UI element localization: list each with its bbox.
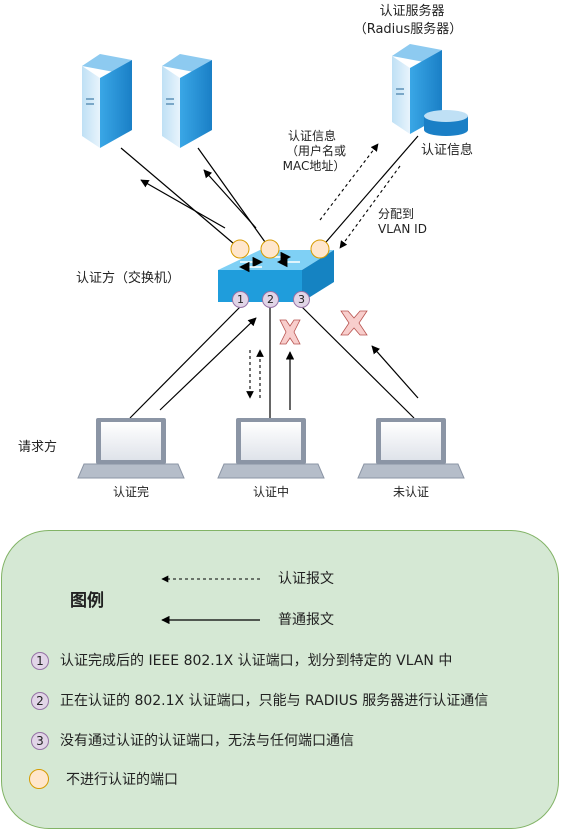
legend-normal-msg: 普通报文 xyxy=(278,612,334,628)
server-subtitle: （Radius服务器） xyxy=(353,22,463,37)
laptop-icon-1 xyxy=(77,418,185,479)
legend-port-2-icon: 2 xyxy=(31,692,49,710)
assign-vlan-2: VLAN ID xyxy=(378,222,427,236)
auth-info-msg-2: （用户名或 xyxy=(285,144,347,158)
legend-item-1: 认证完成后的 IEEE 802.1X 认证端口，划分到特定的 VLAN 中 xyxy=(60,653,453,669)
db-label: 认证信息 xyxy=(421,143,474,158)
database-icon xyxy=(424,110,468,136)
laptop-label-3: 未认证 xyxy=(392,485,430,499)
server-icon-left xyxy=(82,54,132,148)
laptop-label-1: 认证完 xyxy=(112,485,150,499)
port-2-icon: 2 xyxy=(262,291,279,308)
auth-info-msg-3: MAC地址） xyxy=(282,159,346,173)
legend-item-3: 没有通过认证的认证端口，无法与任何端口通信 xyxy=(60,733,354,749)
switch-label: 认证方（交换机） xyxy=(76,271,181,286)
legend-panel xyxy=(1,530,559,829)
laptop-icon-2 xyxy=(217,418,325,479)
legend-auth-msg: 认证报文 xyxy=(278,571,334,587)
legend-port-3-icon: 3 xyxy=(31,732,49,750)
legend-plain-port-icon xyxy=(29,769,49,789)
blocked-cross-icon-1 xyxy=(279,319,301,345)
legend-item-2: 正在认证的 802.1X 认证端口，只能与 RADIUS 服务器进行认证通信 xyxy=(60,693,489,709)
blocked-cross-icon-2 xyxy=(340,310,368,336)
server-title: 认证服务器 xyxy=(379,4,445,19)
legend-port-1-icon: 1 xyxy=(31,652,49,670)
legend-no-auth-port: 不进行认证的端口 xyxy=(66,772,178,788)
links xyxy=(120,135,419,419)
supplicant-label: 请求方 xyxy=(18,440,58,455)
plain-ports xyxy=(230,239,330,259)
auth-info-msg-1: 认证信息 xyxy=(287,129,337,143)
server-icon-middle xyxy=(162,54,212,148)
port-3-icon: 3 xyxy=(293,291,310,308)
normal-message-arrows xyxy=(140,169,419,411)
laptop-label-2: 认证中 xyxy=(252,485,290,499)
port-1-icon: 1 xyxy=(232,291,249,308)
legend-title: 图例 xyxy=(70,591,104,611)
auth-message-arrows xyxy=(246,143,401,399)
laptop-icon-3 xyxy=(357,418,465,479)
assign-vlan-1: 分配到 xyxy=(378,207,415,221)
